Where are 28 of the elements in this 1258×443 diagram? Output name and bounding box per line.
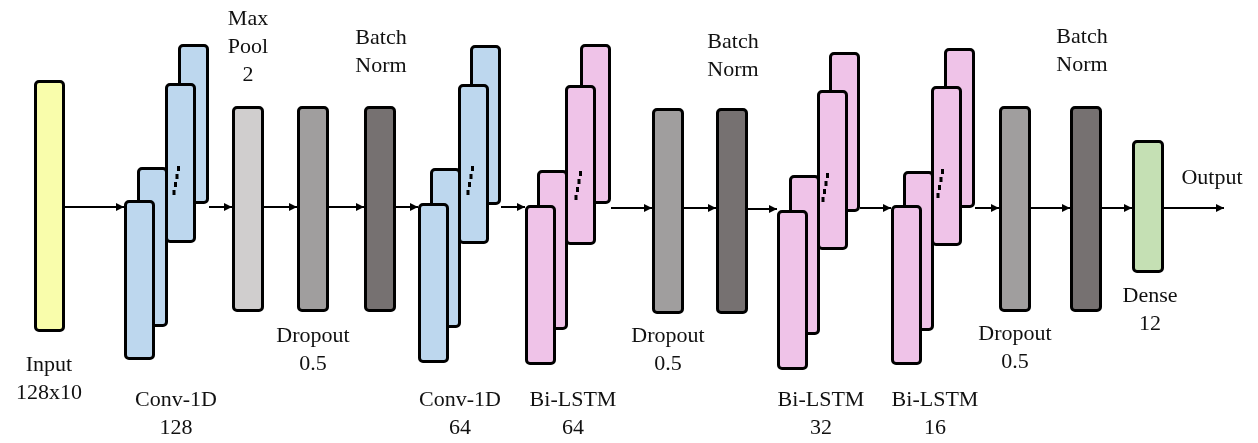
layer-label: Dropout 0.5 bbox=[276, 321, 350, 377]
layer-label: Bi-LSTM 32 bbox=[777, 385, 865, 441]
arrow bbox=[263, 203, 298, 211]
layer-label: Dropout 0.5 bbox=[631, 321, 705, 377]
arrow bbox=[1030, 204, 1071, 212]
arrow bbox=[974, 204, 1000, 212]
arrow bbox=[395, 203, 419, 211]
arrow bbox=[328, 203, 365, 211]
arrow bbox=[683, 204, 717, 212]
layer-label: Bi-LSTM 16 bbox=[891, 385, 979, 441]
arrow bbox=[859, 204, 892, 212]
layer-label: Conv-1D 64 bbox=[419, 385, 501, 441]
arrow bbox=[64, 203, 125, 211]
layer-label: Input 128x10 bbox=[16, 350, 82, 406]
layer-label: Max Pool 2 bbox=[227, 4, 269, 88]
layer-label: Batch Norm bbox=[1056, 22, 1108, 78]
layer-label: Bi-LSTM 64 bbox=[529, 385, 617, 441]
arrow bbox=[1101, 204, 1133, 212]
arrow bbox=[747, 205, 778, 213]
layer-label: Batch Norm bbox=[355, 23, 407, 79]
layer-label: Dropout 0.5 bbox=[978, 319, 1052, 375]
layer-label: Dense 12 bbox=[1122, 281, 1178, 337]
arrow bbox=[500, 203, 526, 211]
layer-label: Batch Norm bbox=[707, 27, 759, 83]
layer-label: Conv-1D 128 bbox=[135, 385, 217, 441]
arrow bbox=[208, 203, 233, 211]
arrow bbox=[610, 204, 653, 212]
arrow bbox=[1163, 204, 1225, 212]
